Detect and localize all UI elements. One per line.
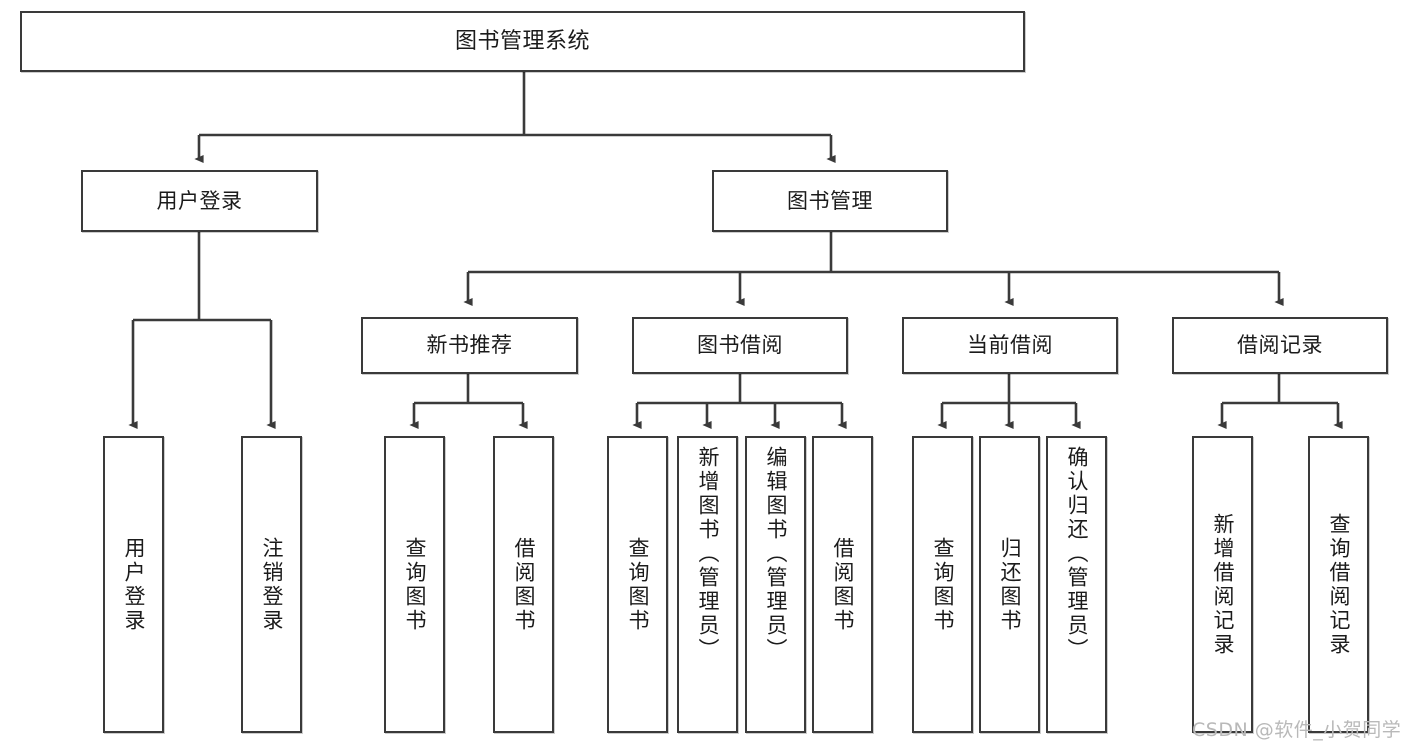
node-leaf-rec-query-book[interactable]: 查询图书 [384, 436, 445, 733]
node-leaf-rec-borrow-book[interactable]: 借阅图书 [493, 436, 554, 733]
node-leaf-user-logout[interactable]: 注销登录 [241, 436, 302, 733]
node-root-label: 图书管理系统 [454, 28, 590, 54]
node-leaf-borrow-query-book-label: 查询图书 [626, 536, 650, 633]
node-current-borrow-label: 当前借阅 [967, 333, 1053, 358]
node-leaf-current-return-book-label: 归还图书 [998, 536, 1022, 633]
node-new-book-rec[interactable]: 新书推荐 [361, 317, 578, 374]
node-leaf-borrow-add-book[interactable]: 新增图书（管理员） [677, 436, 738, 733]
node-leaf-current-confirm-return-label: 确认归还（管理员） [1065, 446, 1089, 662]
node-book-manage-label: 图书管理 [787, 188, 873, 213]
node-user-login[interactable]: 用户登录 [81, 170, 318, 232]
node-new-book-rec-label: 新书推荐 [426, 333, 513, 358]
node-leaf-rec-query-book-label: 查询图书 [403, 536, 427, 633]
node-leaf-current-confirm-return[interactable]: 确认归还（管理员） [1046, 436, 1107, 733]
node-leaf-rec-borrow-book-label: 借阅图书 [512, 536, 536, 633]
node-leaf-borrow-edit-book[interactable]: 编辑图书（管理员） [745, 436, 806, 733]
node-leaf-record-query-label: 查询借阅记录 [1327, 512, 1351, 657]
node-leaf-borrow-add-book-label: 新增图书（管理员） [696, 446, 720, 662]
node-borrow-record[interactable]: 借阅记录 [1172, 317, 1388, 374]
node-leaf-record-add[interactable]: 新增借阅记录 [1192, 436, 1253, 733]
node-leaf-user-login[interactable]: 用户登录 [103, 436, 164, 733]
node-book-borrow-label: 图书借阅 [697, 333, 783, 358]
node-leaf-borrow-edit-book-label: 编辑图书（管理员） [764, 446, 788, 662]
node-book-borrow[interactable]: 图书借阅 [632, 317, 848, 374]
node-root[interactable]: 图书管理系统 [20, 11, 1025, 72]
node-leaf-borrow-borrow-book[interactable]: 借阅图书 [812, 436, 873, 733]
node-user-login-label: 用户登录 [156, 188, 243, 213]
node-leaf-current-query-book-label: 查询图书 [931, 536, 955, 633]
node-leaf-record-add-label: 新增借阅记录 [1211, 512, 1235, 657]
node-borrow-record-label: 借阅记录 [1237, 333, 1323, 358]
node-leaf-borrow-borrow-book-label: 借阅图书 [831, 536, 855, 633]
node-leaf-current-query-book[interactable]: 查询图书 [912, 436, 973, 733]
node-book-manage[interactable]: 图书管理 [712, 170, 948, 232]
watermark-credit: CSDN @软件_小贺同学 [1192, 719, 1402, 741]
node-leaf-user-logout-label: 注销登录 [260, 536, 284, 633]
node-leaf-user-login-label: 用户登录 [122, 536, 146, 633]
node-leaf-record-query[interactable]: 查询借阅记录 [1308, 436, 1369, 733]
node-leaf-current-return-book[interactable]: 归还图书 [979, 436, 1040, 733]
node-leaf-borrow-query-book[interactable]: 查询图书 [607, 436, 668, 733]
node-current-borrow[interactable]: 当前借阅 [902, 317, 1118, 374]
